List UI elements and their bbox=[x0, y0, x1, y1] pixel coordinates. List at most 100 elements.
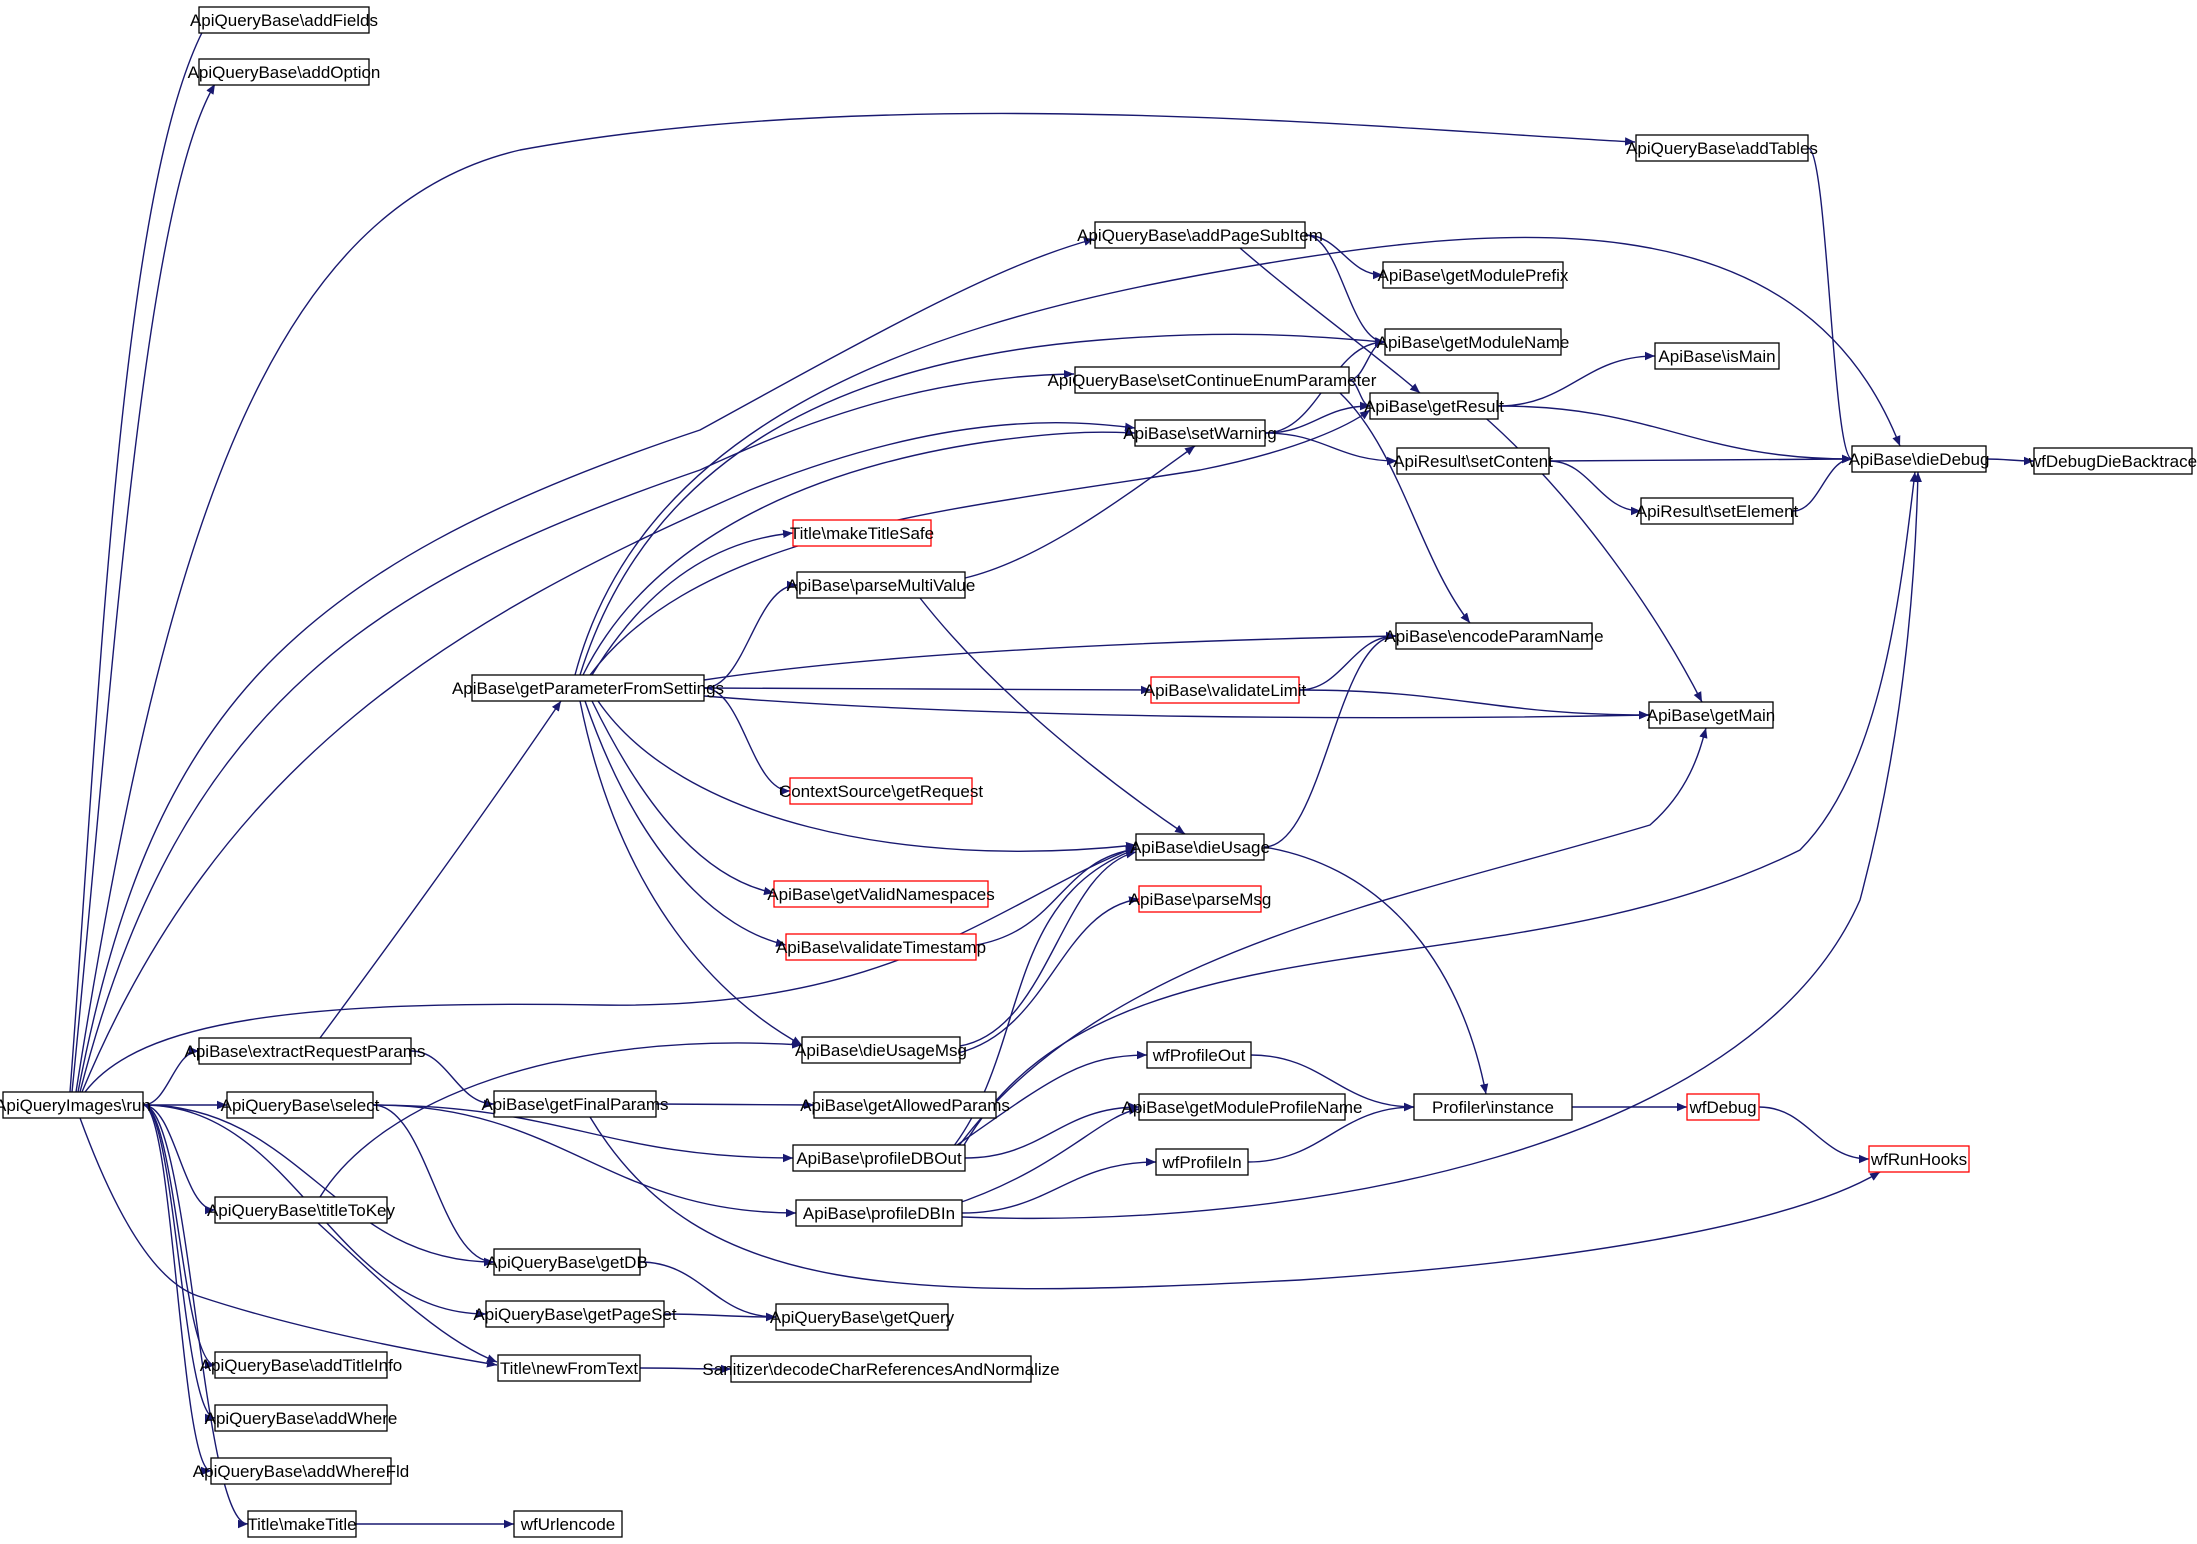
node-setElement[interactable]: ApiResult\setElement bbox=[1636, 497, 1799, 525]
node-box-setContinueEnumParameter bbox=[1074, 366, 1350, 394]
edge-root-to-setWarning bbox=[81, 422, 1136, 1093]
node-box-profileDBOut bbox=[792, 1144, 966, 1172]
node-box-getMain bbox=[1648, 701, 1774, 729]
edge-root-to-getDB bbox=[142, 1104, 495, 1267]
edge-getResult-to-dieDebug bbox=[1497, 405, 1853, 464]
edge-profileDBOut-to-wfProfileOut bbox=[949, 1050, 1148, 1151]
node-label-profileDBIn: ApiBase\profileDBIn bbox=[803, 1204, 955, 1223]
node-dieUsage[interactable]: ApiBase\dieUsage bbox=[1130, 833, 1270, 861]
node-label-getMain: ApiBase\getMain bbox=[1647, 706, 1776, 725]
edge-root-to-setContinueEnumParameter bbox=[79, 369, 1075, 1093]
node-profileDBOut[interactable]: ApiBase\profileDBOut bbox=[792, 1144, 966, 1172]
node-getAllowedParams[interactable]: ApiBase\getAllowedParams bbox=[800, 1091, 1010, 1119]
node-decodeChar[interactable]: Sanitizer\decodeCharReferencesAndNormali… bbox=[702, 1355, 1060, 1383]
node-box-addWhereFld bbox=[210, 1457, 392, 1485]
node-box-dieUsage bbox=[1135, 833, 1265, 861]
edge-root-to-addOption bbox=[71, 83, 216, 1093]
node-select[interactable]: ApiQueryBase\select bbox=[221, 1091, 380, 1119]
node-validateLimit[interactable]: ApiBase\validateLimit bbox=[1144, 676, 1307, 704]
edge-root-to-addWhere bbox=[142, 1104, 216, 1423]
node-box-addWhere bbox=[214, 1404, 388, 1432]
edge-root-to-addWhereFld bbox=[142, 1104, 212, 1476]
node-validateTimestamp[interactable]: ApiBase\validateTimestamp bbox=[776, 933, 986, 961]
node-addPageSubItem[interactable]: ApiQueryBase\addPageSubItem bbox=[1077, 221, 1323, 249]
node-makeTitleSafe[interactable]: Title\makeTitleSafe bbox=[790, 519, 934, 547]
node-getModuleName[interactable]: ApiBase\getModuleName bbox=[1377, 328, 1570, 356]
node-box-addTables bbox=[1635, 134, 1809, 162]
node-getModulePrefix[interactable]: ApiBase\getModulePrefix bbox=[1378, 261, 1569, 289]
node-addFields[interactable]: ApiQueryBase\addFields bbox=[190, 6, 378, 34]
node-box-getModuleName bbox=[1384, 328, 1562, 356]
node-addWhere[interactable]: ApiQueryBase\addWhere bbox=[205, 1404, 398, 1432]
node-wfRunHooks[interactable]: wfRunHooks bbox=[1868, 1145, 1970, 1173]
node-box-validateTimestamp bbox=[785, 933, 977, 961]
node-getMain[interactable]: ApiBase\getMain bbox=[1647, 701, 1776, 729]
node-setContent[interactable]: ApiResult\setContent bbox=[1393, 447, 1553, 475]
edge-titleToKey-to-dieUsageMsg bbox=[319, 1040, 803, 1198]
edge-profileDBOut-to-dieDebug bbox=[959, 471, 1919, 1153]
node-dieUsageMsg[interactable]: ApiBase\dieUsageMsg bbox=[795, 1036, 967, 1064]
edge-setElement-to-dieDebug bbox=[1792, 454, 1853, 512]
node-profileDBIn[interactable]: ApiBase\profileDBIn bbox=[795, 1199, 963, 1227]
node-box-getRequest bbox=[789, 777, 973, 805]
node-wfDebug[interactable]: wfDebug bbox=[1686, 1093, 1760, 1121]
node-profilerInstance[interactable]: Profiler\instance bbox=[1413, 1093, 1573, 1121]
node-label-addWhereFld: ApiQueryBase\addWhereFld bbox=[193, 1462, 409, 1481]
edge-dieUsageMsg-to-parseMsg bbox=[957, 896, 1140, 1054]
node-box-addOption bbox=[198, 58, 370, 86]
node-label-addPageSubItem: ApiQueryBase\addPageSubItem bbox=[1077, 226, 1323, 245]
node-root[interactable]: ApiQueryImages\run bbox=[0, 1091, 151, 1119]
node-label-getModuleName: ApiBase\getModuleName bbox=[1377, 333, 1570, 352]
node-box-decodeChar bbox=[730, 1355, 1032, 1383]
node-titleToKey[interactable]: ApiQueryBase\titleToKey bbox=[207, 1196, 396, 1224]
node-getPageSet[interactable]: ApiQueryBase\getPageSet bbox=[473, 1300, 677, 1328]
node-parseMsg[interactable]: ApiBase\parseMsg bbox=[1129, 885, 1272, 913]
node-parseMultiValue[interactable]: ApiBase\parseMultiValue bbox=[787, 571, 976, 599]
node-extractRequestParams[interactable]: ApiBase\extractRequestParams bbox=[185, 1037, 426, 1065]
node-dieDebug[interactable]: ApiBase\dieDebug bbox=[1849, 445, 1990, 473]
node-makeTitle[interactable]: Title\makeTitle bbox=[247, 1510, 357, 1538]
node-getParameterFromSettings[interactable]: ApiBase\getParameterFromSettings bbox=[452, 674, 724, 702]
node-getValidNamespaces[interactable]: ApiBase\getValidNamespaces bbox=[767, 880, 995, 908]
node-box-getResult bbox=[1369, 392, 1499, 420]
node-getFinalParams[interactable]: ApiBase\getFinalParams bbox=[481, 1090, 669, 1118]
node-getRequest[interactable]: ContextSource\getRequest bbox=[779, 777, 983, 805]
node-label-setContent: ApiResult\setContent bbox=[1393, 452, 1553, 471]
node-box-extractRequestParams bbox=[198, 1037, 412, 1065]
edge-getDB-to-getQuery bbox=[639, 1261, 777, 1322]
node-wfUrlencode[interactable]: wfUrlencode bbox=[513, 1510, 623, 1538]
node-box-setElement bbox=[1640, 497, 1794, 525]
node-getModuleProfileName[interactable]: ApiBase\getModuleProfileName bbox=[1122, 1093, 1363, 1121]
edge-wfProfileIn-to-profilerInstance bbox=[1247, 1102, 1415, 1163]
node-encodeParamName[interactable]: ApiBase\encodeParamName bbox=[1384, 622, 1604, 650]
edge-getParameterFromSettings-to-dieUsageMsg bbox=[579, 700, 803, 1046]
edge-select-to-profileDBIn bbox=[372, 1104, 797, 1218]
node-getQuery[interactable]: ApiQueryBase\getQuery bbox=[770, 1303, 955, 1331]
node-addTitleInfo[interactable]: ApiQueryBase\addTitleInfo bbox=[200, 1351, 403, 1379]
node-setContinueEnumParameter[interactable]: ApiQueryBase\setContinueEnumParameter bbox=[1048, 366, 1377, 394]
edge-titleToKey-to-newFromText bbox=[317, 1222, 498, 1363]
node-addOption[interactable]: ApiQueryBase\addOption bbox=[188, 58, 381, 86]
node-isMain[interactable]: ApiBase\isMain bbox=[1654, 342, 1780, 370]
node-addTables[interactable]: ApiQueryBase\addTables bbox=[1626, 134, 1818, 162]
node-newFromText[interactable]: Title\newFromText bbox=[497, 1354, 641, 1382]
node-label-addTables: ApiQueryBase\addTables bbox=[1626, 139, 1818, 158]
node-getResult[interactable]: ApiBase\getResult bbox=[1364, 392, 1504, 420]
edge-getResult-to-isMain bbox=[1497, 351, 1656, 407]
node-label-parseMultiValue: ApiBase\parseMultiValue bbox=[787, 576, 976, 595]
node-label-addTitleInfo: ApiQueryBase\addTitleInfo bbox=[200, 1356, 403, 1375]
node-label-makeTitle: Title\makeTitle bbox=[247, 1515, 356, 1534]
node-box-dieUsageMsg bbox=[801, 1036, 961, 1064]
node-wfProfileOut[interactable]: wfProfileOut bbox=[1146, 1041, 1252, 1069]
edge-setContent-to-setElement bbox=[1548, 460, 1642, 516]
edge-profileDBIn-to-wfProfileIn bbox=[961, 1157, 1157, 1214]
node-label-getResult: ApiBase\getResult bbox=[1364, 397, 1504, 416]
node-wfDebugDieBacktrace[interactable]: wfDebugDieBacktrace bbox=[2028, 447, 2197, 475]
node-addWhereFld[interactable]: ApiQueryBase\addWhereFld bbox=[193, 1457, 409, 1485]
node-getDB[interactable]: ApiQueryBase\getDB bbox=[486, 1248, 648, 1276]
node-wfProfileIn[interactable]: wfProfileIn bbox=[1155, 1148, 1249, 1176]
node-setWarning[interactable]: ApiBase\setWarning bbox=[1123, 419, 1277, 447]
edge-dieDebug-to-wfDebugDieBacktrace bbox=[1985, 456, 2035, 466]
edge-extractRequestParams-to-getFinalParams bbox=[410, 1050, 495, 1109]
edge-getParameterFromSettings-to-validateTimestamp bbox=[584, 700, 787, 947]
